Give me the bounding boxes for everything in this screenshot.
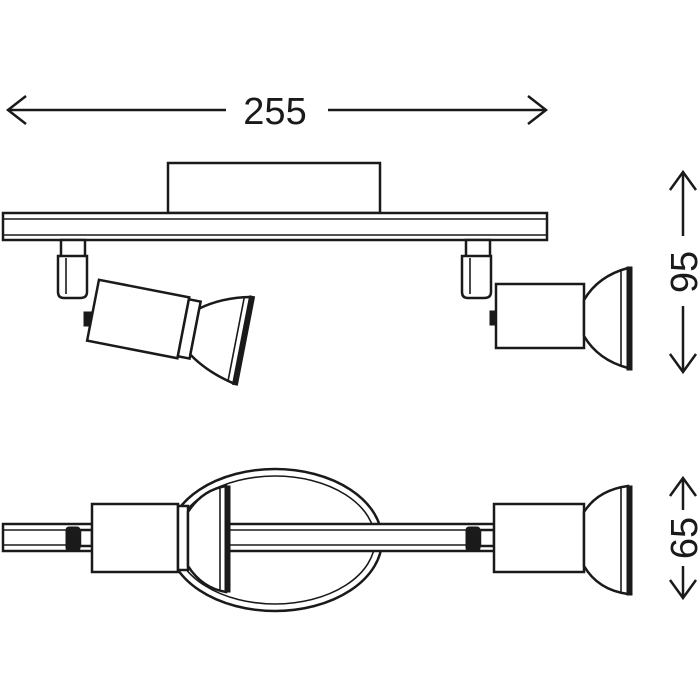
height-dimension: 95: [664, 169, 700, 375]
height-arrowhead-bottom: [668, 353, 698, 375]
left-spot-rim: [231, 295, 256, 386]
width-dimension: 255: [5, 91, 549, 133]
right-arm-bracket: [460, 254, 493, 300]
height-arrowhead-top: [668, 169, 698, 191]
top-view: [1, 467, 633, 613]
top-right-spot-rim: [626, 485, 633, 596]
right-spot-body: [494, 282, 586, 350]
top-left-joint: [65, 526, 81, 552]
depth-arrowhead-top: [668, 475, 698, 497]
top-left-spotlight: [65, 484, 231, 594]
depth-dimension: 65: [664, 475, 700, 601]
left-arm-bracket: [56, 254, 89, 300]
width-arrowhead-left: [5, 95, 27, 125]
width-label: 255: [243, 91, 306, 133]
depth-arrowhead-bottom: [668, 579, 698, 601]
top-left-spot-ring: [176, 504, 190, 572]
right-spot-rim: [626, 266, 633, 371]
depth-label: 65: [664, 517, 700, 559]
width-arrowhead-right: [527, 95, 549, 125]
left-spot-lens: [227, 296, 246, 382]
right-spotlight: [460, 238, 633, 371]
height-label: 95: [664, 251, 700, 293]
front-bar: [1, 211, 549, 242]
left-spotlight: [56, 238, 256, 386]
left-spot-body: [85, 278, 191, 360]
top-left-spot-rim: [224, 485, 231, 593]
top-right-spotlight: [465, 484, 633, 596]
top-right-joint-cap: [478, 528, 496, 548]
top-right-spot-body: [492, 502, 586, 574]
top-left-joint-cap: [78, 528, 94, 548]
ceiling-mount-box: [166, 161, 382, 215]
front-view: [1, 161, 633, 386]
top-left-spot-body: [90, 502, 180, 574]
top-right-joint: [465, 526, 481, 552]
